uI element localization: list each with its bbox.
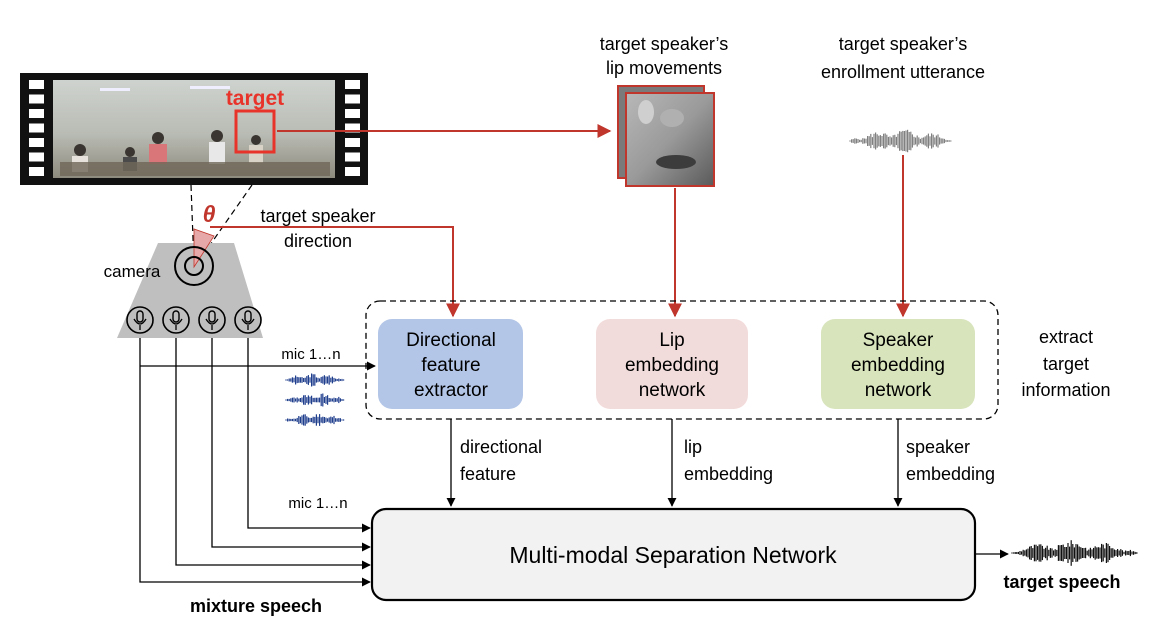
camera-lens-icon (174, 246, 214, 286)
spk-emb-label-line2: embedding (906, 464, 995, 484)
speaker-box-line3: network (865, 380, 932, 401)
enrollment-waveform (849, 129, 952, 153)
mic-icon (198, 306, 226, 334)
target-speech-waveform (1011, 540, 1138, 566)
spk-emb-label-line1: speaker (906, 437, 970, 457)
enroll-title-line1: target speaker’s (839, 34, 967, 54)
theta-symbol: θ (203, 201, 216, 227)
film-sprocket-holes (29, 80, 360, 176)
mic-bottom-label: mic 1…n (288, 495, 347, 512)
speaker-embedding-network-box: Speaker embedding network (821, 319, 975, 409)
fov-line-left (190, 184, 195, 266)
mixture-waveform-1 (285, 373, 345, 387)
arrow-mic3-to-separation (211, 338, 371, 552)
lip-embedding-network-box: Lip embedding network (596, 319, 748, 409)
arrow-direction-to-extractor (210, 226, 460, 318)
sprocket-hole (345, 123, 360, 133)
lip-box-line1: Lip (659, 330, 684, 351)
mic-icon (126, 306, 154, 334)
lip-title-line1: target speaker’s (600, 34, 728, 54)
video-film-strip (20, 73, 368, 185)
directional-box-line2: feature (421, 355, 480, 376)
extract-label-line2: target (1043, 354, 1089, 374)
dir-feat-label-line2: feature (460, 464, 516, 484)
enroll-title-line2: enrollment utterance (821, 62, 985, 82)
mic-icon (162, 306, 190, 334)
mic-icons (126, 306, 262, 334)
sprocket-hole (29, 138, 44, 147)
lip-box-line3: network (639, 380, 706, 401)
sprocket-hole (29, 109, 44, 118)
multichannel-waveforms (285, 373, 345, 426)
enrollment-wave (849, 129, 952, 153)
arrow-mic1-to-separation (139, 338, 371, 587)
separation-network-label: Multi-modal Separation Network (509, 542, 837, 568)
speaker-box-line1: Speaker (863, 330, 934, 351)
lip-movement-frames (617, 85, 715, 187)
mixture-waveform-3 (285, 414, 345, 426)
video-frame-image (53, 80, 335, 178)
target-bounding-box (234, 109, 276, 154)
sprocket-hole (345, 152, 360, 162)
sprocket-hole (345, 109, 360, 118)
camera-label: camera (104, 262, 161, 281)
direction-label-line2: direction (284, 231, 352, 251)
extract-region-boundary (365, 300, 999, 420)
mic-top-label: mic 1…n (281, 346, 340, 363)
directional-box-line1: Directional (406, 330, 496, 351)
directional-box-line3: extractor (414, 380, 489, 401)
mic-icon (234, 306, 262, 334)
extract-label-line3: information (1021, 380, 1110, 400)
multimodal-separation-network-box: Multi-modal Separation Network (370, 507, 977, 602)
lip-emb-label-line1: lip (684, 437, 702, 457)
lip-emb-label-line2: embedding (684, 464, 773, 484)
sprocket-hole (29, 80, 44, 89)
arrow-mic2-to-separation (175, 338, 371, 570)
directional-feature-extractor-box: Directional feature extractor (378, 319, 523, 409)
extract-label-line1: extract (1039, 327, 1093, 347)
lip-title-line2: lip movements (606, 58, 722, 78)
mixture-speech-label: mixture speech (190, 596, 322, 616)
dir-feat-label-line1: directional (460, 437, 542, 457)
sprocket-hole (29, 123, 44, 133)
camera-body (117, 243, 263, 338)
output-wave (1011, 540, 1138, 566)
direction-label-line1: target speaker (260, 206, 375, 226)
sprocket-hole (29, 167, 44, 176)
sprocket-hole (345, 167, 360, 176)
mixture-waveform-2 (285, 393, 345, 407)
target-label: target (226, 87, 284, 110)
lip-box-line2: embedding (625, 355, 719, 376)
sprocket-hole (345, 138, 360, 147)
sprocket-hole (345, 80, 360, 89)
arrow-mic4-to-separation (247, 338, 371, 533)
sprocket-hole (29, 94, 44, 104)
sprocket-hole (29, 152, 44, 162)
speaker-box-line2: embedding (851, 355, 945, 376)
sprocket-hole (345, 94, 360, 104)
target-speech-label: target speech (1003, 572, 1120, 592)
